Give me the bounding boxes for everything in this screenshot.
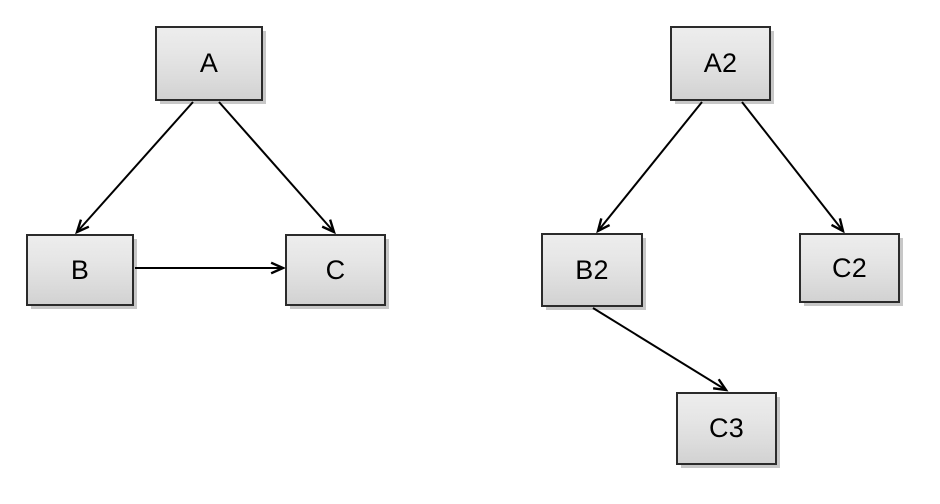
arrowhead-icon <box>830 218 845 234</box>
edge-a-to-c <box>218 101 336 235</box>
node-c3-label: C3 <box>709 413 744 443</box>
arrowhead-icon <box>596 218 611 234</box>
edge-line <box>597 101 703 232</box>
edge-line <box>76 101 194 233</box>
arrowhead-icon <box>321 219 336 235</box>
edge-line <box>741 101 844 232</box>
node-c[interactable]: C <box>285 234 386 306</box>
edge-line <box>218 101 335 233</box>
node-b[interactable]: B <box>26 234 134 306</box>
arrowhead-icon <box>270 261 286 275</box>
edge-b-to-c <box>135 261 286 275</box>
node-a-label: A <box>199 48 219 78</box>
edge-line <box>592 307 727 391</box>
edge-a2-to-c2 <box>741 101 845 234</box>
node-b-label: B <box>70 254 90 285</box>
arrowhead-icon <box>75 219 90 235</box>
node-a[interactable]: A <box>155 26 263 101</box>
edge-b2-to-c3 <box>592 307 729 392</box>
node-a2[interactable]: A2 <box>670 26 771 101</box>
node-b2-label: B2 <box>575 254 609 285</box>
node-b2[interactable]: B2 <box>541 233 643 307</box>
edge-a2-to-b2 <box>596 101 703 234</box>
edge-a-to-b <box>75 101 194 235</box>
node-c-label: C <box>325 254 346 285</box>
node-c3[interactable]: C3 <box>676 392 777 465</box>
node-c2-label: C2 <box>832 252 867 283</box>
arrowhead-icon <box>712 378 729 392</box>
node-c2[interactable]: C2 <box>799 233 900 303</box>
node-a2-label: A2 <box>703 48 738 78</box>
